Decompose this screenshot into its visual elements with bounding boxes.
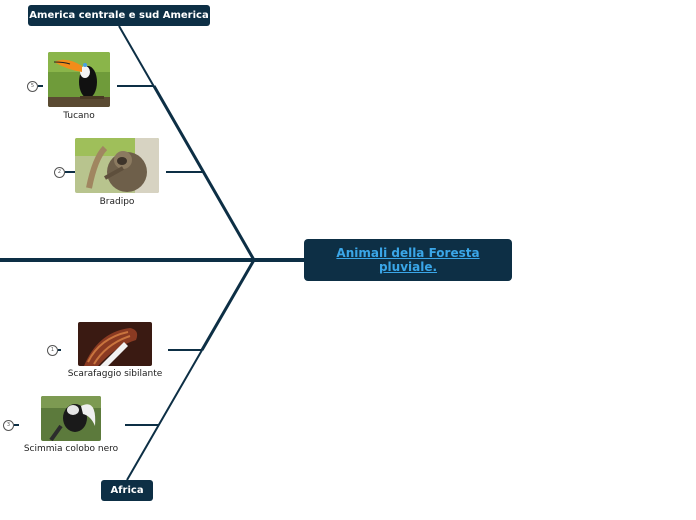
toucan-image	[48, 52, 110, 107]
sloth-count-badge[interactable]: 2	[54, 167, 65, 178]
central-topic-title: Animali della Foresta pluviale.	[336, 246, 480, 274]
beetle-count-badge[interactable]: 1	[47, 345, 58, 356]
beetle-image	[78, 322, 152, 366]
central-topic[interactable]: Animali della Foresta pluviale.	[304, 239, 512, 281]
colobus-badge-tick	[14, 424, 19, 426]
colobus-count-badge[interactable]: 3	[3, 420, 14, 431]
beetle-badge-tick	[58, 349, 61, 351]
beetle-caption: Scarafaggio sibilante	[67, 369, 163, 379]
toucan-count-badge[interactable]: 5	[27, 81, 38, 92]
branch-line-americas-thick	[152, 85, 256, 261]
toucan-badge-tick	[38, 85, 43, 87]
sloth-caption: Bradipo	[99, 197, 135, 207]
colobus-caption: Scimmia colobo nero	[23, 444, 119, 454]
colobus-image	[41, 396, 101, 441]
branch-label-africa[interactable]: Africa	[101, 480, 153, 501]
branch-line-africa-thick	[200, 259, 256, 351]
branch-label-americas[interactable]: America centrale e sud America	[28, 5, 210, 26]
sloth-badge-tick	[65, 171, 75, 173]
toucan-caption: Tucano	[63, 111, 95, 121]
sloth-image	[75, 138, 159, 193]
